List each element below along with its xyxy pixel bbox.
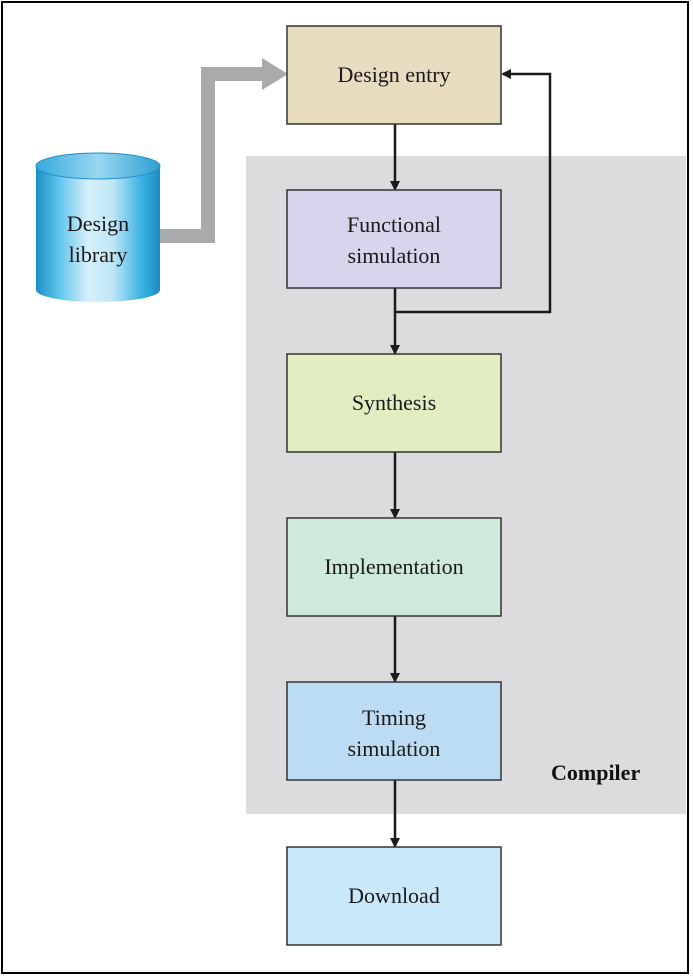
step-box	[286, 846, 502, 946]
design-library-label-line2: library	[69, 242, 128, 267]
step-box	[286, 517, 502, 617]
step-timing-simulation: Timing simulation	[286, 681, 502, 781]
step-label-line2: simulation	[348, 243, 441, 268]
step-synthesis: Synthesis	[286, 353, 502, 453]
step-download: Download	[286, 846, 502, 946]
library-arrow-head	[262, 58, 288, 90]
step-box	[286, 189, 502, 289]
step-design-entry: Design entry	[286, 25, 502, 125]
feedback-arrow-to-design-entry	[395, 69, 552, 314]
step-box	[286, 681, 502, 781]
step-label-line2: simulation	[348, 736, 441, 761]
design-library-label-line1: Design	[67, 211, 129, 236]
step-label: Download	[348, 883, 440, 908]
step-functional-simulation: Functional simulation	[286, 189, 502, 289]
step-label: Synthesis	[352, 390, 436, 415]
library-to-design-entry-arrow	[160, 67, 262, 243]
design-library-cylinder	[35, 152, 161, 302]
step-label-line1: Timing	[362, 705, 426, 730]
compiler-label: Compiler	[551, 760, 640, 785]
step-box	[286, 353, 502, 453]
step-label: Implementation	[324, 554, 463, 579]
step-implementation: Implementation	[286, 517, 502, 617]
step-label: Design entry	[337, 62, 450, 87]
step-box	[286, 25, 502, 125]
step-label-line1: Functional	[347, 212, 441, 237]
